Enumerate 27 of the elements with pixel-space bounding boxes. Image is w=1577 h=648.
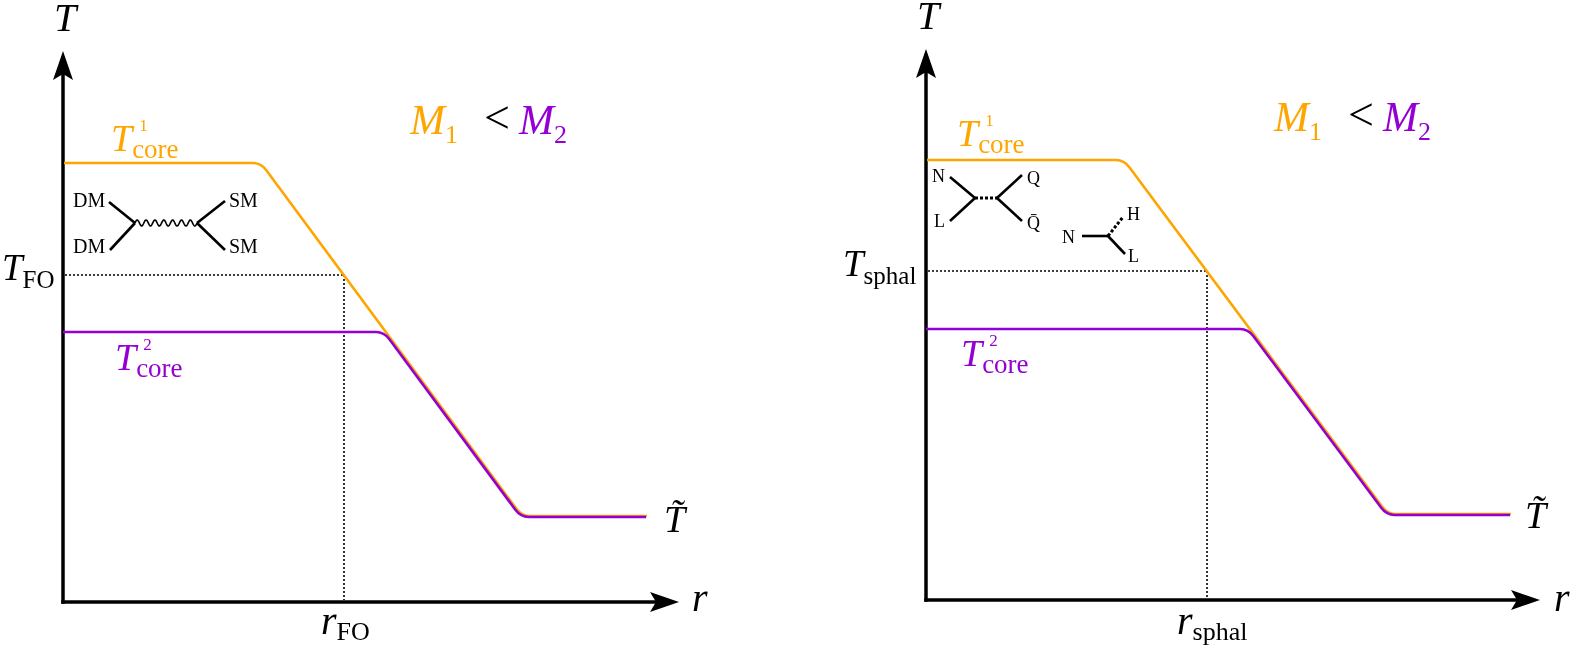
particle-label: SM xyxy=(229,236,258,256)
inequality-sign: < xyxy=(1348,92,1374,138)
particle-label: N xyxy=(1062,228,1075,246)
temperature-label: T$_{FO}$ xyxy=(2,249,55,292)
mass-label: M$_{2}$ xyxy=(1383,96,1431,145)
inequality-sign: < xyxy=(484,95,510,141)
particle-label: DM xyxy=(73,190,106,210)
radius-label: r$_{sphal}$ xyxy=(1177,601,1248,645)
axis-label: r xyxy=(692,578,708,618)
particle-label: Q xyxy=(1027,169,1040,187)
radius-label: r$_{FO}$ xyxy=(321,601,370,645)
particle-label: H xyxy=(1127,205,1140,223)
particle-label: L xyxy=(934,212,945,230)
asymptote-label: T̃ xyxy=(1525,496,1547,534)
axis-label: T xyxy=(54,0,77,38)
particle-label: SM xyxy=(229,190,258,210)
temperature-label: T$_{sphal}$ xyxy=(843,245,917,288)
mass-label: M$_{1}$ xyxy=(410,99,458,148)
mass-label: M$_{1}$ xyxy=(1274,96,1322,145)
asymptote-label: T̃ xyxy=(664,500,686,538)
axis-label: T xyxy=(917,0,940,36)
particle-label: N xyxy=(932,167,945,185)
particle-label: L xyxy=(1128,247,1139,265)
axis-label: r xyxy=(1554,578,1570,618)
particle-label: DM xyxy=(73,236,106,256)
mass-label: M$_{2}$ xyxy=(519,99,567,148)
particle-label: Q̄ xyxy=(1027,214,1040,232)
